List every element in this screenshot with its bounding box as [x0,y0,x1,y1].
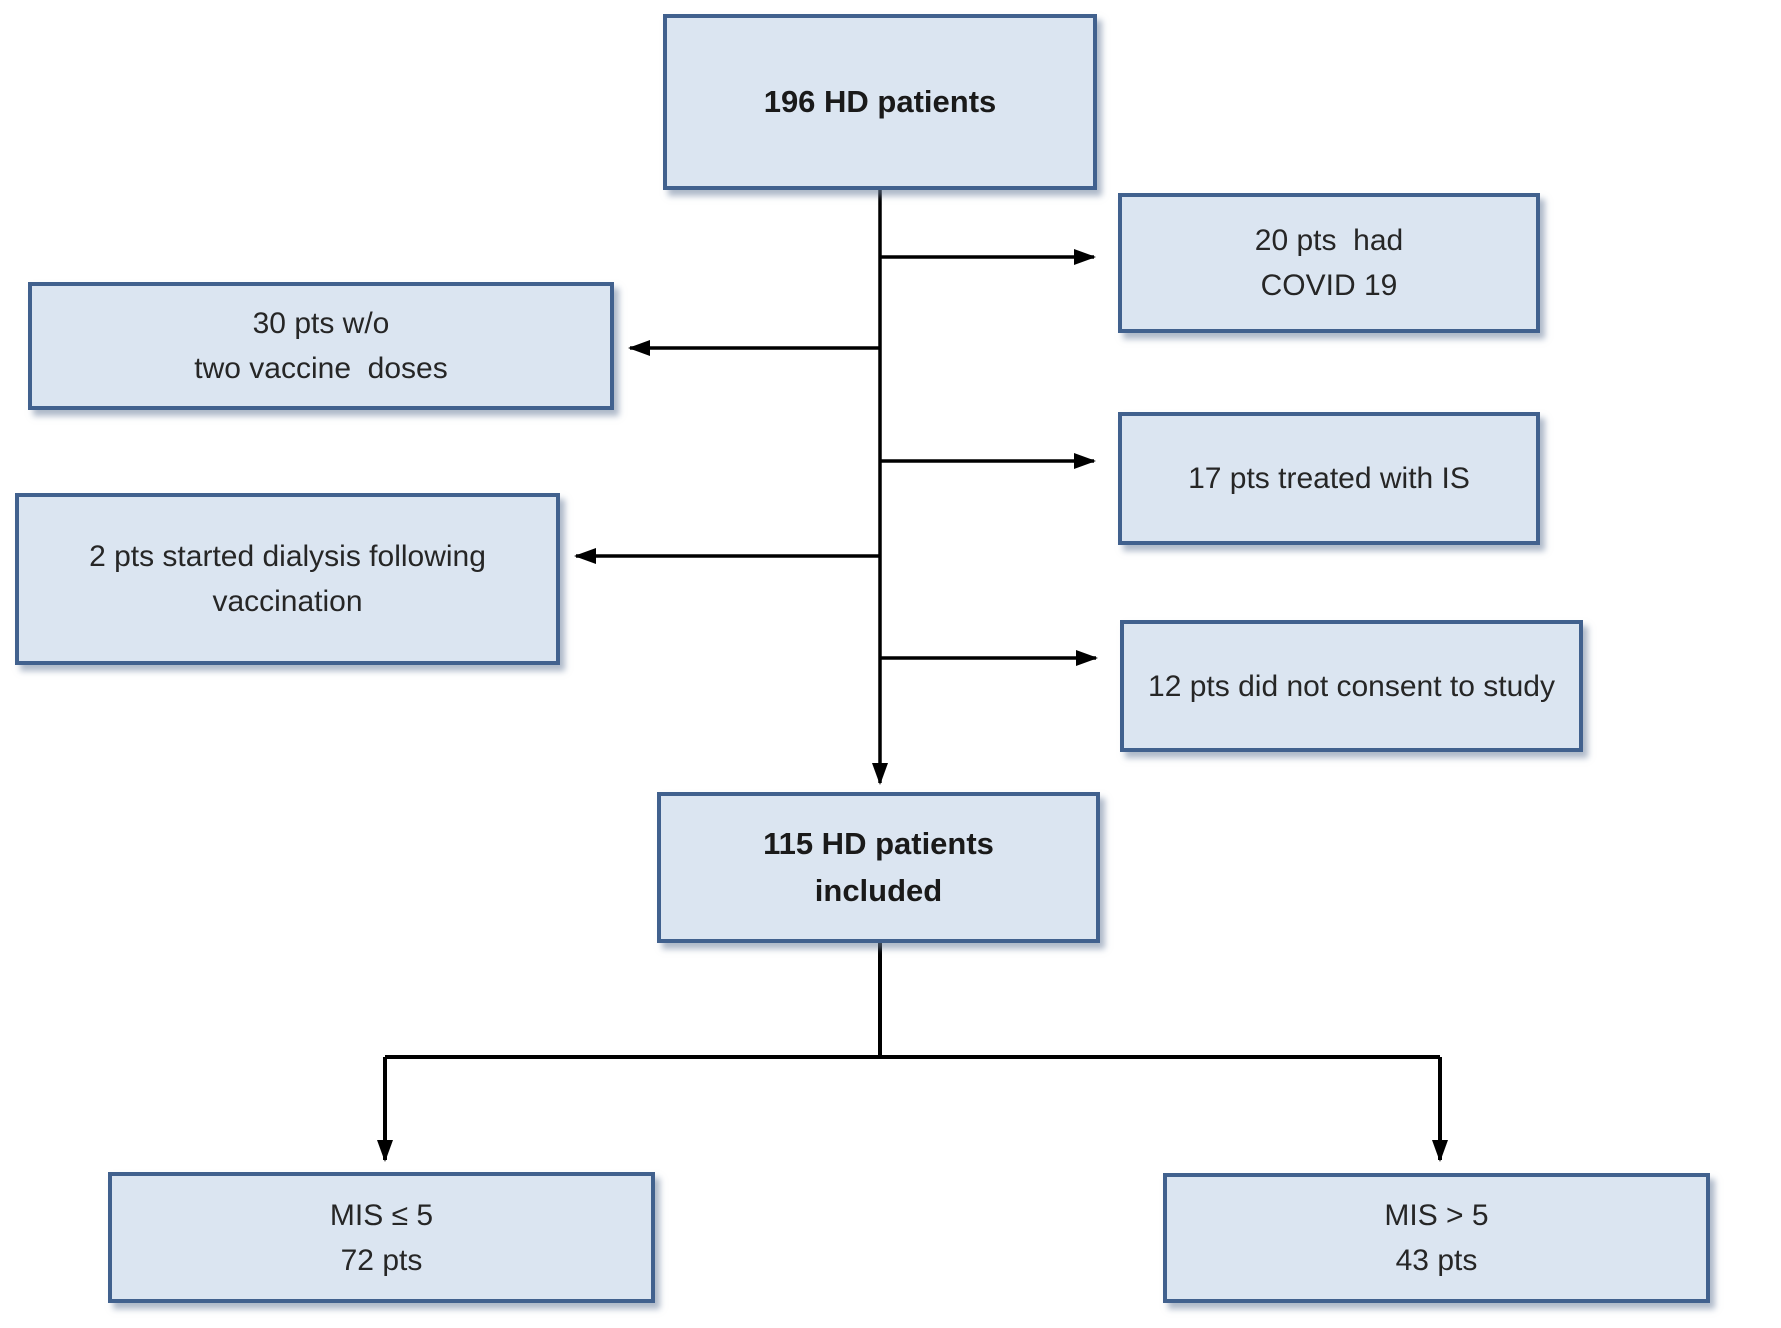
node-without-two-doses: 30 pts w/o two vaccine doses [28,282,614,410]
node-mis-high-group-label: MIS > 5 43 pts [1384,1199,1489,1277]
node-no-consent: 12 pts did not consent to study [1120,620,1583,752]
node-included-patients: 115 HD patients included [657,792,1100,943]
node-is-treated: 17 pts treated with IS [1118,412,1540,545]
node-total-hd-patients-label: 196 HD patients [763,83,997,119]
node-total-hd-patients: 196 HD patients [663,14,1097,190]
node-no-consent-label: 12 pts did not consent to study [1148,669,1555,703]
node-mis-low-group-label: MIS ≤ 5 72 pts [329,1198,434,1277]
node-mis-low-group: MIS ≤ 5 72 pts [108,1172,655,1303]
node-covid-excluded-label: 20 pts had COVID 19 [1254,224,1404,302]
node-is-treated-label: 17 pts treated with IS [1188,462,1470,495]
node-covid-excluded: 20 pts had COVID 19 [1118,193,1540,333]
node-mis-high-group: MIS > 5 43 pts [1163,1173,1710,1303]
node-without-two-doses-label: 30 pts w/o two vaccine doses [194,307,448,385]
node-included-patients-label: 115 HD patients included [763,826,994,908]
node-started-dialysis: 2 pts started dialysis following vaccina… [15,493,560,665]
node-started-dialysis-label: 2 pts started dialysis following vaccina… [89,540,486,618]
